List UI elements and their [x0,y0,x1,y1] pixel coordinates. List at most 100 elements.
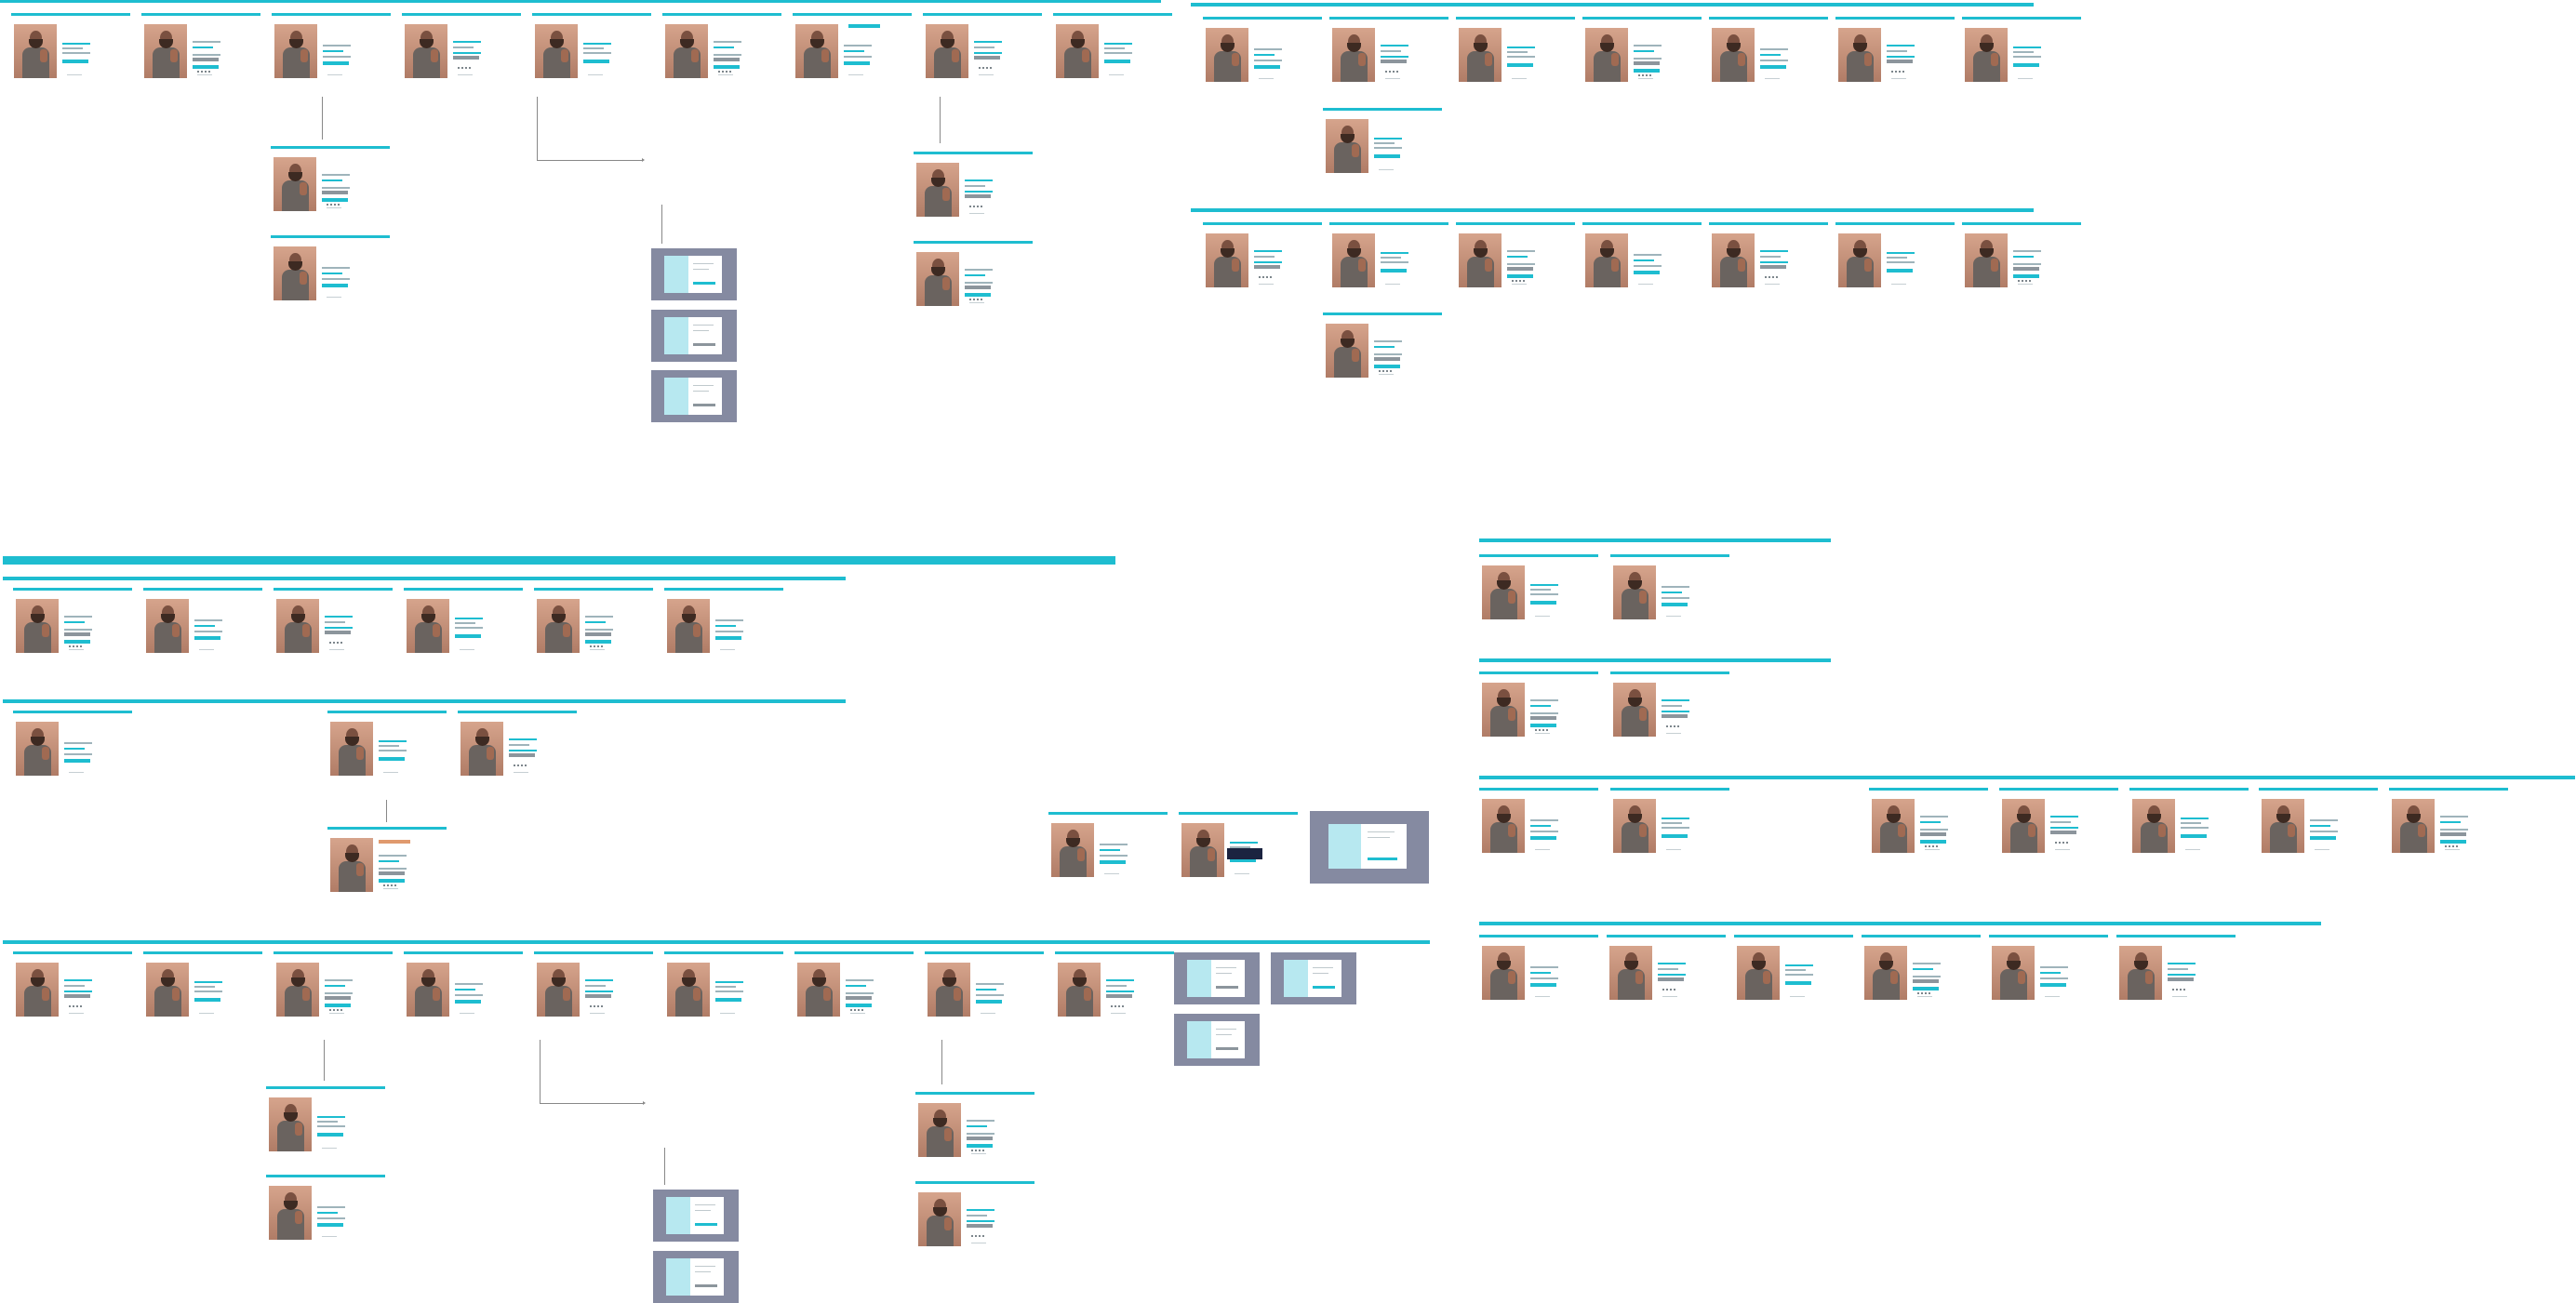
pagination-dots[interactable] [329,1009,342,1011]
action-button[interactable] [846,1004,872,1007]
screen-frame[interactable] [143,588,262,655]
action-button[interactable] [1230,858,1256,862]
action-button[interactable] [1104,60,1130,63]
screen-frame[interactable] [664,588,783,655]
screen-frame[interactable] [793,13,912,80]
action-button[interactable] [974,56,1000,60]
action-button[interactable] [1254,65,1280,69]
action-button[interactable] [322,191,348,194]
screen-frame[interactable] [1203,222,1322,289]
pagination-dots[interactable] [718,71,731,73]
modal-action-button[interactable] [1368,858,1397,860]
action-button[interactable] [965,286,991,289]
screen-frame[interactable] [1709,222,1828,289]
action-button[interactable] [62,60,88,63]
action-button[interactable] [585,640,611,644]
action-button[interactable] [1381,60,1407,63]
action-button[interactable] [1381,269,1407,273]
pagination-dots[interactable] [69,1005,82,1007]
action-button[interactable] [2013,274,2039,278]
screen-frame[interactable] [271,235,390,302]
action-button[interactable] [1374,357,1400,361]
action-button[interactable] [1887,269,1913,273]
pagination-dots[interactable] [514,765,527,766]
pagination-dots[interactable] [1512,280,1525,282]
pagination-dots[interactable] [1259,276,1272,278]
modal-action-button[interactable] [695,1223,717,1226]
pagination-dots[interactable] [1765,276,1778,278]
pagination-dots[interactable] [590,645,603,647]
pagination-dots[interactable] [327,204,340,206]
screen-frame[interactable] [327,711,447,778]
screen-frame[interactable] [1048,812,1168,879]
action-button[interactable] [1374,154,1400,158]
screen-frame[interactable] [1479,554,1598,621]
pagination-dots[interactable] [69,645,82,647]
modal-action-button[interactable] [693,282,715,285]
action-button[interactable] [322,198,348,202]
pagination-dots[interactable] [1111,1005,1124,1007]
screen-frame[interactable] [1989,935,2108,1002]
action-button[interactable] [967,1137,993,1140]
screen-frame[interactable] [664,951,783,1018]
screen-frame[interactable] [404,951,523,1018]
action-button[interactable] [2440,840,2466,844]
screen-frame[interactable] [923,13,1042,80]
screen-frame[interactable] [1479,935,1598,1002]
action-button[interactable] [379,757,405,761]
action-button[interactable] [2440,832,2466,836]
action-button[interactable] [2013,267,2039,271]
pagination-dots[interactable] [1385,71,1398,73]
action-button[interactable] [325,996,351,1000]
action-button[interactable] [1920,832,1946,836]
screen-frame[interactable] [1323,108,1442,175]
action-button[interactable] [2050,831,2076,834]
modal-overlay-frame[interactable] [1174,952,1260,1004]
pagination-dots[interactable] [969,206,982,207]
action-button[interactable] [1920,840,1946,844]
action-button[interactable] [965,194,991,198]
pagination-dots[interactable] [1891,71,1904,73]
screen-frame[interactable] [2129,788,2249,855]
screen-frame[interactable] [1610,671,1729,738]
pagination-dots[interactable] [383,884,396,886]
action-button[interactable] [193,58,219,61]
action-button[interactable] [379,879,405,883]
action-button[interactable] [1530,716,1556,720]
action-button[interactable] [1662,714,1688,718]
screen-frame[interactable] [274,588,393,655]
screen-frame[interactable] [534,951,653,1018]
screen-frame[interactable] [1179,812,1298,879]
action-button[interactable] [585,632,611,636]
action-button[interactable] [1760,65,1786,69]
action-button[interactable] [2013,63,2039,67]
action-button[interactable] [64,632,90,636]
modal-overlay-frame[interactable] [1310,811,1429,884]
screen-frame[interactable] [1329,17,1448,84]
modal-overlay-frame[interactable] [1271,952,1356,1004]
screen-frame[interactable] [402,13,521,80]
screen-frame[interactable] [925,951,1044,1018]
action-button[interactable] [1634,69,1660,73]
screen-frame[interactable] [534,588,653,655]
screen-frame[interactable] [1835,222,1955,289]
action-button[interactable] [194,636,220,640]
screen-frame[interactable] [13,711,132,778]
action-button[interactable] [1530,601,1556,605]
modal-overlay-frame[interactable] [651,370,737,422]
action-button[interactable] [715,998,741,1002]
screen-frame[interactable] [327,827,447,894]
action-button[interactable] [1530,836,1556,840]
screen-frame[interactable] [1862,935,1981,1002]
screen-frame[interactable] [141,13,260,80]
action-button[interactable] [64,640,90,644]
pagination-dots[interactable] [971,1150,984,1151]
screen-frame[interactable] [794,951,914,1018]
action-button[interactable] [714,65,740,69]
pagination-dots[interactable] [1917,992,1930,994]
pagination-dots[interactable] [590,1005,603,1007]
action-button[interactable] [323,61,349,65]
action-button[interactable] [2310,836,2336,840]
screen-frame[interactable] [1055,951,1174,1018]
pagination-dots[interactable] [1638,74,1651,76]
